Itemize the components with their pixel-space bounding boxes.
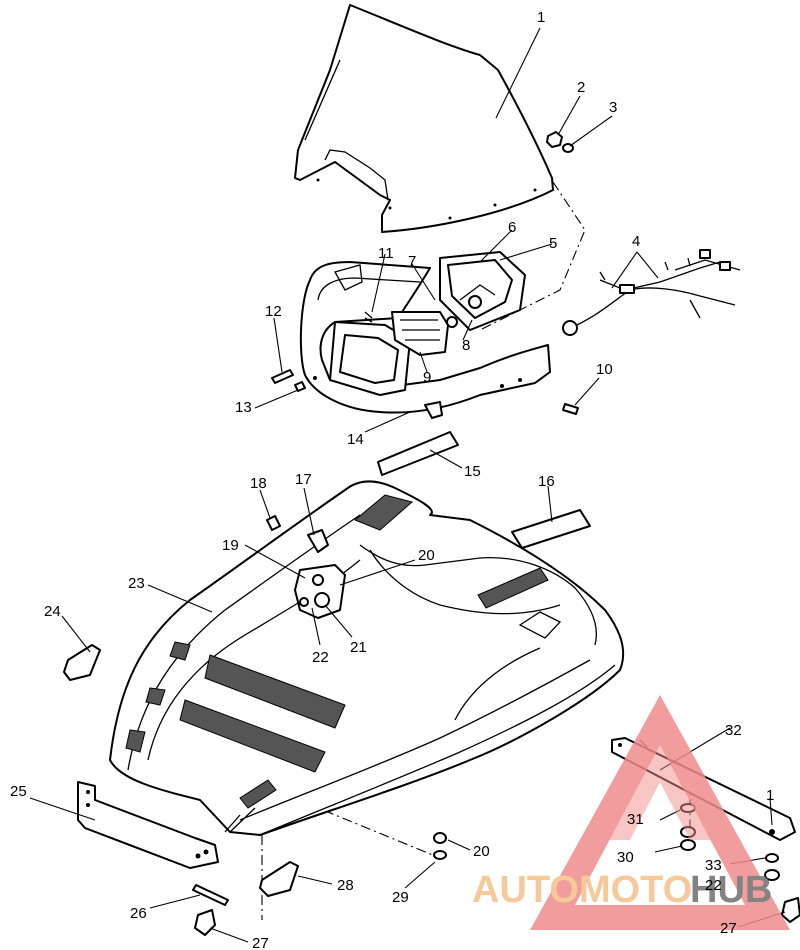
- callout-21: 21: [350, 639, 367, 656]
- callout-13: 13: [235, 399, 252, 416]
- callout-11: 11: [378, 245, 394, 262]
- windshield-nut: [546, 131, 574, 153]
- bolt-and-clip-left: [192, 884, 229, 936]
- decal-24: [63, 644, 101, 681]
- callout-26: 26: [130, 905, 147, 922]
- callout-9: 9: [423, 369, 431, 386]
- adjuster-bracket: [266, 515, 346, 619]
- callout-32: 32: [725, 722, 742, 739]
- watermark-logo: AUTOMOTO HUB: [472, 695, 790, 930]
- headlight-housing: [439, 251, 526, 331]
- headlight-bezel: [329, 311, 449, 396]
- windshield: [294, 4, 554, 233]
- callout-7: 7: [408, 253, 416, 270]
- callout-31: 31: [627, 811, 644, 828]
- screws: [271, 369, 579, 415]
- hood: [109, 480, 625, 836]
- mounting-bracket-left: [77, 781, 219, 869]
- callout-25: 25: [10, 783, 27, 800]
- callout-22: 22: [705, 877, 722, 894]
- callout-1: 1: [537, 9, 545, 26]
- callout-22: 22: [312, 649, 329, 666]
- callout-14: 14: [347, 431, 364, 448]
- callout-28: 28: [337, 877, 354, 894]
- callout-24: 24: [44, 603, 61, 620]
- callout-23: 23: [128, 575, 145, 592]
- wiring-harness: [562, 249, 741, 336]
- callout-27: 27: [720, 920, 737, 937]
- watermark-text-automoto: AUTOMOTO: [472, 869, 692, 911]
- callout-18: 18: [250, 475, 267, 492]
- callout-19: 19: [222, 537, 239, 554]
- callout-10: 10: [596, 361, 613, 378]
- callout-2: 2: [577, 79, 585, 96]
- callout-4: 4: [632, 233, 640, 250]
- callout-27: 27: [252, 935, 269, 950]
- callout-8: 8: [462, 337, 470, 354]
- hardware-stack: [433, 803, 800, 923]
- dash-panel: [299, 261, 551, 419]
- decal-16: [511, 509, 591, 549]
- callout-16: 16: [538, 473, 555, 490]
- callout-6: 6: [508, 219, 516, 236]
- callout-1: 1: [766, 787, 774, 804]
- callout-5: 5: [549, 235, 557, 252]
- callout-15: 15: [464, 463, 481, 480]
- watermark-text-hub: HUB: [690, 869, 772, 911]
- callout-30: 30: [617, 849, 634, 866]
- decal-15: [377, 431, 459, 476]
- callout-20: 20: [418, 547, 435, 564]
- callout-3: 3: [609, 99, 617, 116]
- bulb-socket: [364, 311, 458, 328]
- callout-29: 29: [392, 889, 409, 906]
- callout-20: 20: [473, 843, 490, 860]
- callout-12: 12: [265, 303, 282, 320]
- callout-33: 33: [705, 857, 722, 874]
- callout-17: 17: [295, 471, 312, 488]
- decal-28: [259, 861, 299, 897]
